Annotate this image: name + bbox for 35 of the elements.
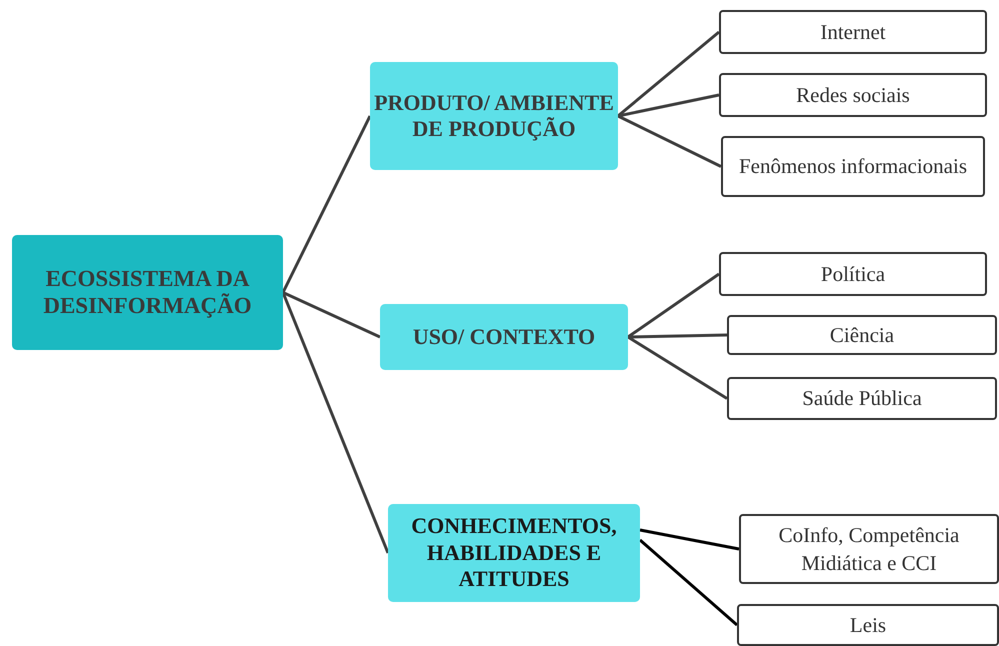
node-label: Leis <box>850 612 886 639</box>
topic-box <box>721 136 985 197</box>
node-label: Internet <box>820 18 886 46</box>
topic-box <box>719 252 987 296</box>
connector-line <box>282 115 372 294</box>
node-label: USO/ CONTEXTO <box>412 324 596 350</box>
connector-line <box>282 292 390 554</box>
connector-line <box>282 291 381 338</box>
connector-line <box>617 30 720 118</box>
node-label: ECOSSISTEMA DA DESINFORMAÇÃO <box>42 266 253 319</box>
topic-box <box>727 377 997 420</box>
node-label: Saúde Pública <box>802 385 922 412</box>
connector-line <box>627 336 728 400</box>
node-label: CONHECIMENTOS, HABILIDADES E ATITUDES <box>410 513 618 593</box>
connector-line <box>640 528 740 550</box>
connector-line <box>617 114 722 168</box>
node-label: Redes sociais <box>796 82 910 109</box>
connector-line <box>618 94 720 118</box>
category-box <box>12 235 283 350</box>
node-label: Política <box>820 260 886 288</box>
category-box <box>388 504 640 602</box>
topic-box <box>719 10 987 54</box>
topic-box <box>739 514 999 584</box>
node-label: CoInfo, Competência Midiática e CCI <box>778 522 960 577</box>
node-label: PRODUTO/ AMBIENTE DE PRODUÇÃO <box>373 90 615 142</box>
topic-box <box>737 604 999 646</box>
node-label: Ciência <box>830 322 894 349</box>
category-box <box>370 62 618 170</box>
category-box <box>380 304 628 370</box>
topic-box <box>719 73 987 117</box>
connector-line <box>639 538 738 626</box>
connector-line <box>627 272 720 338</box>
topic-box <box>727 315 997 355</box>
connector-line <box>628 334 728 338</box>
node-label: Fenômenos informacionais <box>738 153 968 180</box>
